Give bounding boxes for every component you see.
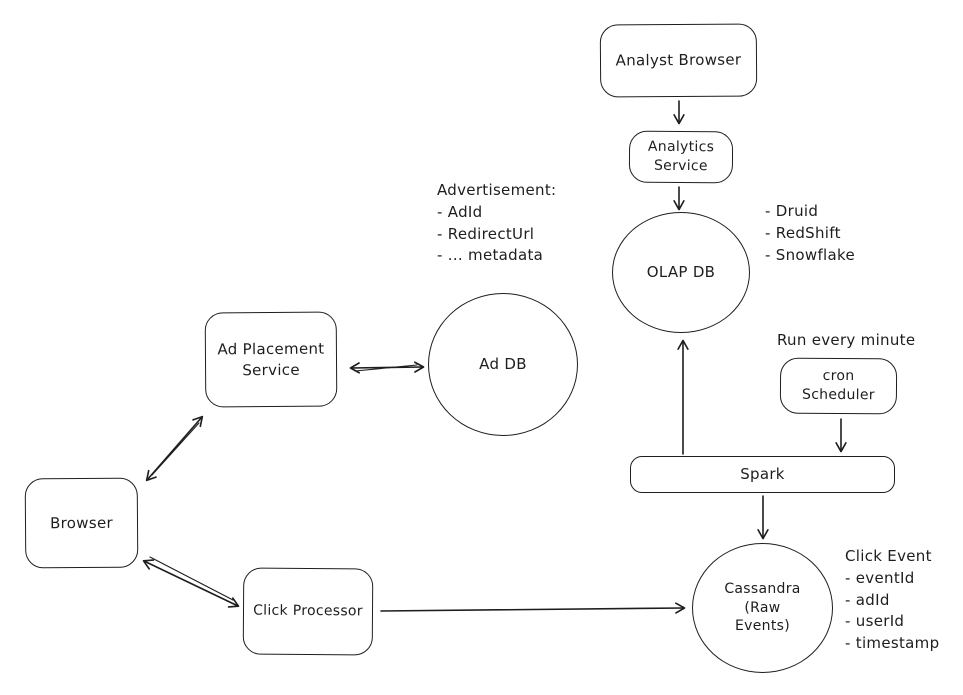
arrow-browser-to-click-processor <box>142 559 240 608</box>
annotation-olap-types: - Druid - RedShift - Snowflake <box>765 201 855 266</box>
annotation-click-event-line: Click Event <box>845 547 932 565</box>
annotation-click-event-line: - userId <box>845 612 905 631</box>
node-analyst-browser: Analyst Browser <box>599 23 758 98</box>
annotation-olap-types-line: - RedShift <box>765 223 841 242</box>
annotation-click-event-line: - eventId <box>845 568 915 587</box>
node-cassandra: Cassandra (Raw Events) <box>692 543 833 673</box>
arrow-browser-to-ad-placement-sketch <box>151 422 200 476</box>
annotation-advertisement-line: - ... metadata <box>437 246 544 265</box>
node-browser: Browser <box>24 477 139 569</box>
arrow-browser-to-click-processor-sketch <box>149 556 234 601</box>
annotation-run-every-minute: Run every minute <box>777 331 916 349</box>
node-click-processor: Click Processor <box>242 567 374 656</box>
annotation-advertisement-line: Advertisement: <box>437 181 557 199</box>
arrow-click-processor-to-cassandra <box>380 602 686 614</box>
annotation-advertisement: Advertisement: - AdId - RedirectUrl - ..… <box>437 180 556 267</box>
annotation-click-event: Click Event - eventId - adId - userId - … <box>845 546 939 655</box>
arrow-browser-to-ad-placement <box>145 415 204 482</box>
annotation-advertisement-line: - RedirectUrl <box>437 224 535 243</box>
node-spark-label: Spark <box>740 465 785 484</box>
annotation-olap-types-line: - Snowflake <box>765 245 855 264</box>
node-analytics-service-label: Analytics Service <box>647 138 715 175</box>
node-click-processor-label: Click Processor <box>253 602 363 620</box>
node-ad-db: Ad DB <box>428 293 578 436</box>
annotation-olap-types-line: - Druid <box>765 202 819 220</box>
node-spark: Spark <box>630 456 895 493</box>
node-ad-db-label: Ad DB <box>479 355 527 374</box>
node-cassandra-label: Cassandra (Raw Events) <box>724 580 801 635</box>
node-browser-label: Browser <box>49 513 113 533</box>
arrow-ad-placement-to-ad-db-sketch <box>354 364 418 372</box>
node-analyst-browser-label: Analyst Browser <box>615 50 742 70</box>
node-analytics-service: Analytics Service <box>628 130 734 184</box>
node-ad-placement-service: Ad Placement Service <box>204 311 338 408</box>
node-olap-db-label: OLAP DB <box>646 263 716 282</box>
node-ad-placement-service-label: Ad Placement Service <box>217 339 325 379</box>
annotation-advertisement-line: - AdId <box>437 202 483 221</box>
node-olap-db: OLAP DB <box>612 212 750 333</box>
node-cron-scheduler: cron Scheduler <box>779 357 898 415</box>
arrow-ad-placement-to-ad-db <box>349 361 425 374</box>
node-cron-scheduler-label: cron Scheduler <box>801 367 875 404</box>
annotation-click-event-line: - adId <box>845 590 890 609</box>
annotation-click-event-line: - timestamp <box>845 634 940 652</box>
